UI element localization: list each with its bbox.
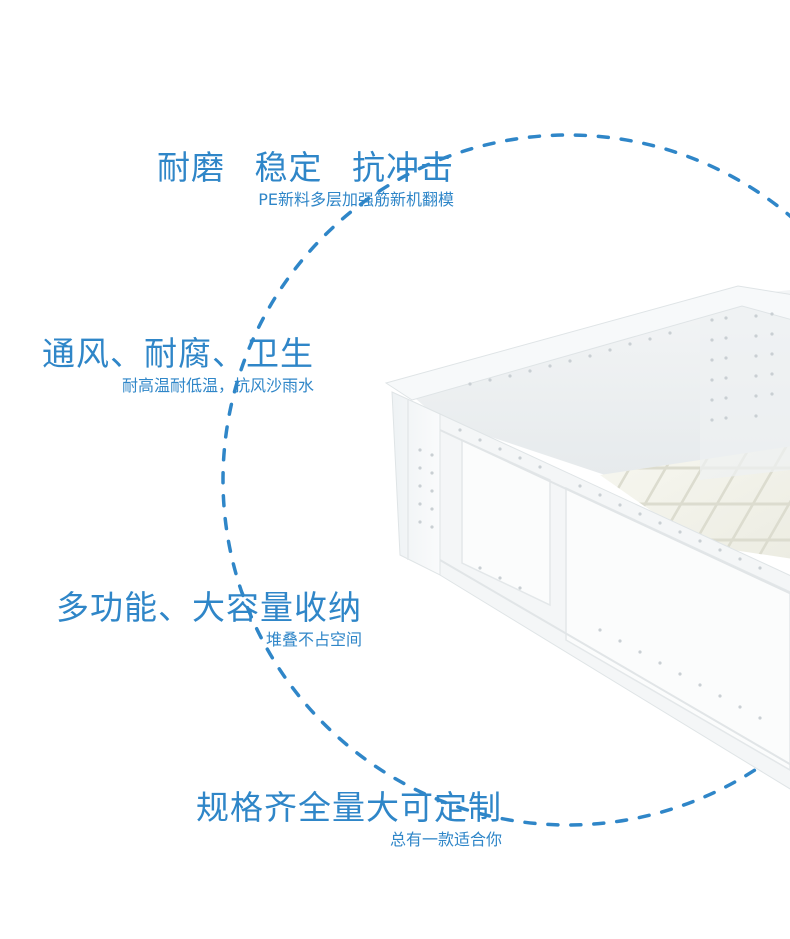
feature-subtitle: PE新料多层加强筋新机翻模 (258, 190, 454, 209)
feature-title: 通风、耐腐、卫生 (42, 334, 314, 373)
dashed-circle-decoration (221, 133, 790, 827)
feature-subtitle: 堆叠不占空间 (265, 630, 362, 649)
feature-title: 耐磨 稳定 抗冲击 (157, 148, 454, 187)
feature-durability: 耐磨 稳定 抗冲击 PE新料多层加强筋新机翻模 (157, 148, 454, 210)
feature-subtitle: 耐高温耐低温，抗风沙雨水 (121, 376, 314, 395)
plastic-crate-image (384, 285, 790, 790)
feature-ventilation: 通风、耐腐、卫生 耐高温耐低温，抗风沙雨水 (42, 334, 314, 396)
feature-title: 规格齐全量大可定制 (196, 788, 502, 827)
feature-subtitle: 总有一款适合你 (389, 830, 502, 849)
feature-capacity: 多功能、大容量收纳 堆叠不占空间 (56, 588, 362, 650)
feature-title: 多功能、大容量收纳 (56, 588, 362, 627)
feature-customization: 规格齐全量大可定制 总有一款适合你 (196, 788, 502, 850)
